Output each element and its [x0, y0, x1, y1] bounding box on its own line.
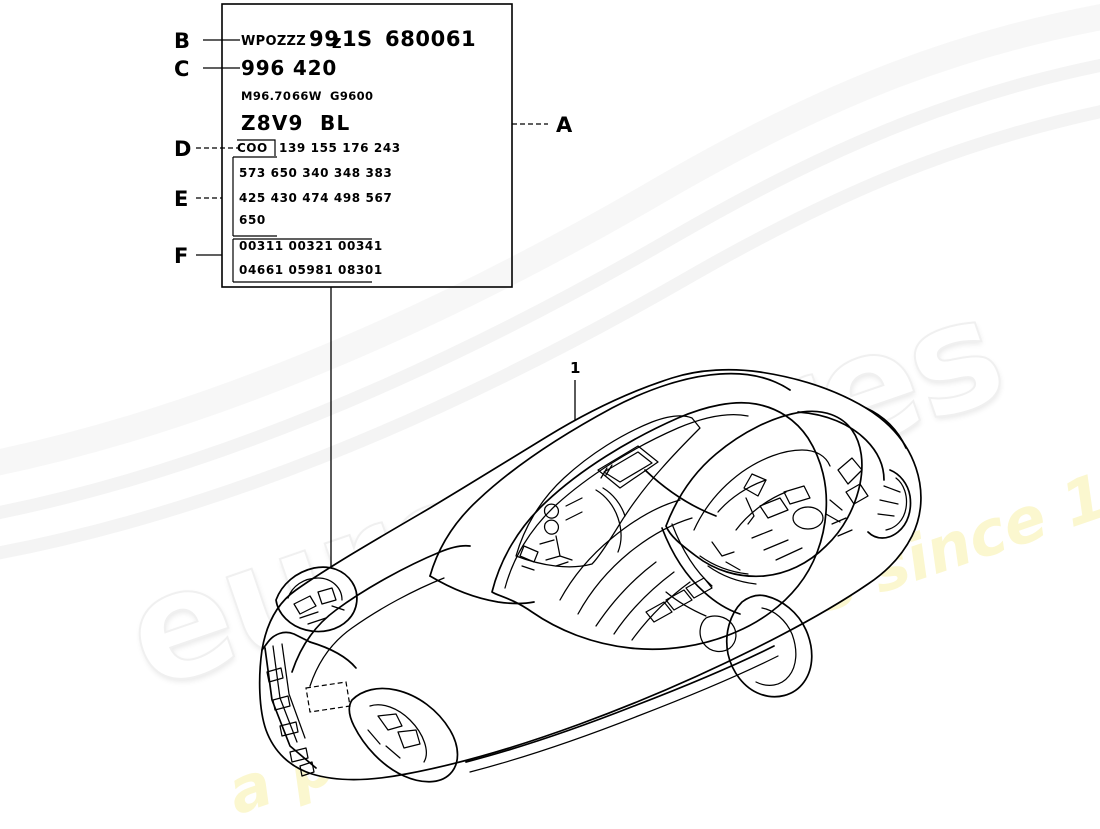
diagram-canvas: eurospares a passion for parts since 198… — [0, 3, 1100, 829]
coo-label: COO — [237, 141, 268, 155]
vin-plate-location-marker — [305, 681, 351, 713]
vin-serial: 680061 — [385, 27, 476, 51]
vin-prefix: WPOZZZ — [241, 34, 306, 49]
callout-f: F — [174, 244, 188, 268]
engine-code: M96.70 — [241, 89, 291, 103]
callout-a: A — [556, 113, 573, 137]
engine-variant: 66W — [292, 89, 322, 103]
body-shell-drawing — [258, 368, 922, 783]
vin-model: 99 — [309, 27, 339, 51]
vin-check: 1 — [342, 27, 357, 51]
plate-contents: WPOZZZ 99 Z 1 S 680061 996 420 M96.70 66… — [232, 27, 476, 283]
callout-d: D — [174, 137, 191, 161]
option-row-1: 573 650 340 348 383 — [239, 166, 392, 180]
callout-e: E — [174, 187, 188, 211]
option-row-0: 139 155 176 243 — [279, 141, 401, 155]
gearbox-code: G9600 — [330, 89, 373, 103]
option-row-2: 425 430 474 498 567 — [239, 191, 392, 205]
extra-row-1: 04661 05981 08301 — [239, 263, 383, 277]
extra-row-0: 00311 00321 00341 — [239, 239, 383, 253]
callout-item-1: 1 — [570, 359, 580, 377]
callout-c: C — [174, 57, 189, 81]
option-row-3: 650 — [239, 213, 266, 227]
line-art: B C D E F A 1 WPOZZZ 99 Z 1 S 680061 996… — [174, 3, 922, 783]
background-swoosh — [0, 58, 1100, 560]
paint-code: Z8V9 — [241, 111, 304, 135]
paint-abbrev: BL — [320, 111, 350, 135]
vin-model-sub: Z — [332, 37, 341, 52]
identification-plate-box — [221, 3, 513, 288]
callout-b: B — [174, 29, 190, 53]
type-number: 996 420 — [241, 56, 337, 80]
vin-year: S — [357, 27, 373, 51]
